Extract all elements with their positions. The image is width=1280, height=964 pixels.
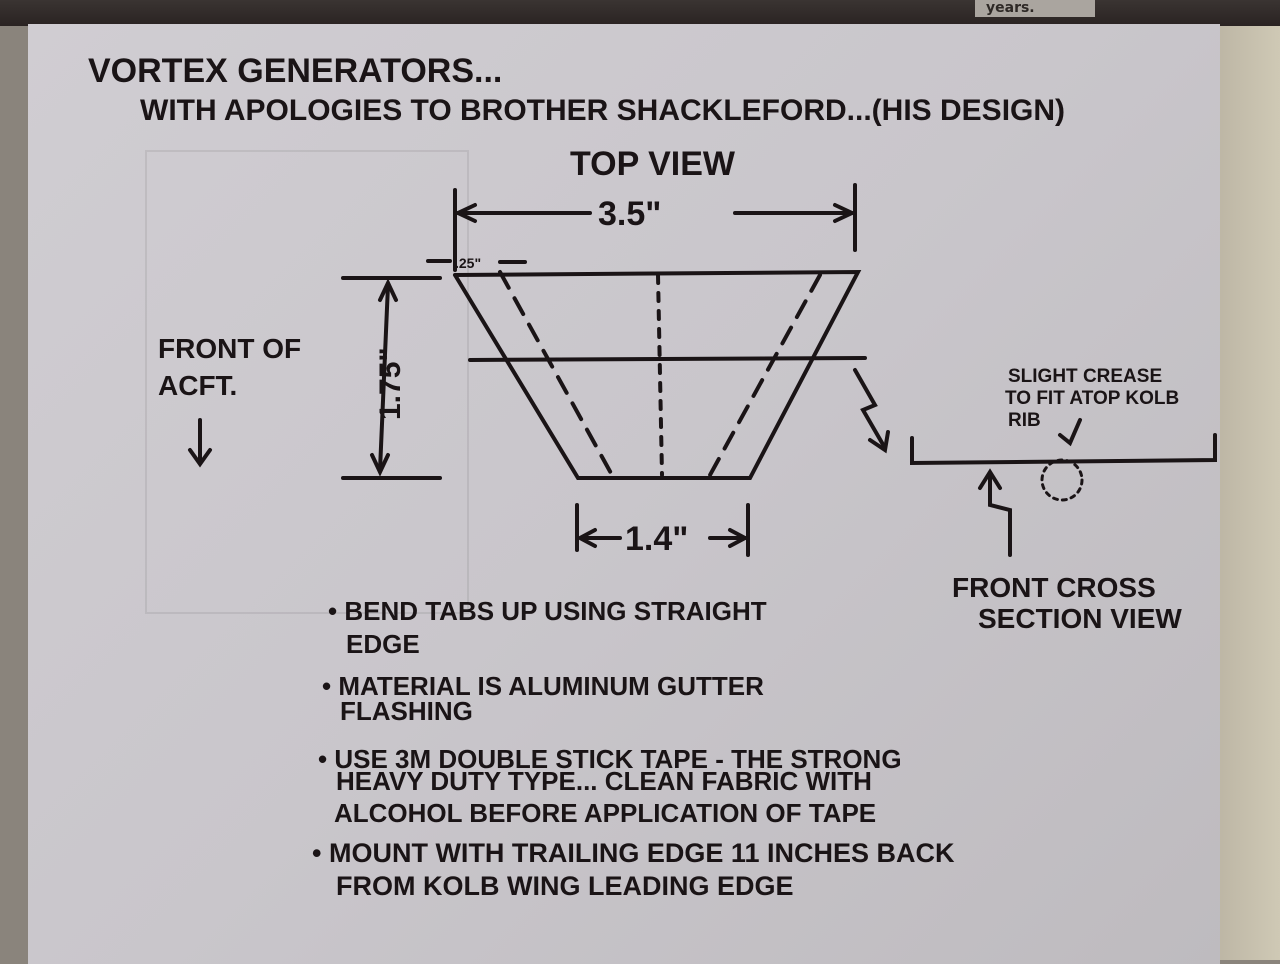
background-paper: [975, 0, 1095, 17]
paper-sheet: [28, 24, 1220, 964]
note-2-line2: flashing: [340, 696, 473, 726]
background-note: years.: [986, 0, 1035, 16]
cross-section-label-line1: Front cross: [952, 572, 1156, 603]
show-through-page: [145, 150, 469, 614]
front-label-line2: ACFT.: [158, 370, 237, 401]
subtitle: With apologies to Brother Shackleford...…: [140, 94, 1065, 127]
notes-list: • Bend tabs up using straight edge • Mat…: [312, 596, 955, 901]
top-view-drawing: [188, 183, 1217, 557]
crease-note-line3: rib: [1008, 410, 1041, 431]
note-3-line1: • Use 3M double stick tape - the strong: [318, 744, 902, 774]
note-1-line2: edge: [346, 629, 420, 659]
note-3-line2: heavy duty type... clean fabric with: [336, 766, 872, 796]
top-width-dimension: 3.5": [598, 195, 661, 233]
note-2-line1: • Material is aluminum gutter: [322, 671, 764, 701]
cross-section-label-line2: section view: [978, 603, 1182, 634]
wall: [1215, 26, 1280, 960]
height-dimension: 1.75": [374, 347, 407, 420]
crease-note-line2: to fit atop Kolb: [1005, 388, 1179, 409]
bottom-width-dimension: 1.4": [625, 520, 688, 558]
top-view-label: Top View: [570, 145, 736, 183]
title: Vortex Generators...: [88, 52, 502, 90]
note-3-line3: alcohol before application of tape: [334, 798, 876, 828]
note-4-line1: • Mount with trailing edge 11 inches bac…: [312, 838, 955, 868]
crease-note-line1: Slight crease: [1008, 366, 1162, 387]
front-label-line1: Front of: [158, 333, 301, 364]
tab-width-dimension: .25": [455, 255, 481, 271]
note-1-line1: • Bend tabs up using straight: [328, 596, 767, 626]
note-4-line2: from Kolb wing leading edge: [336, 871, 793, 901]
